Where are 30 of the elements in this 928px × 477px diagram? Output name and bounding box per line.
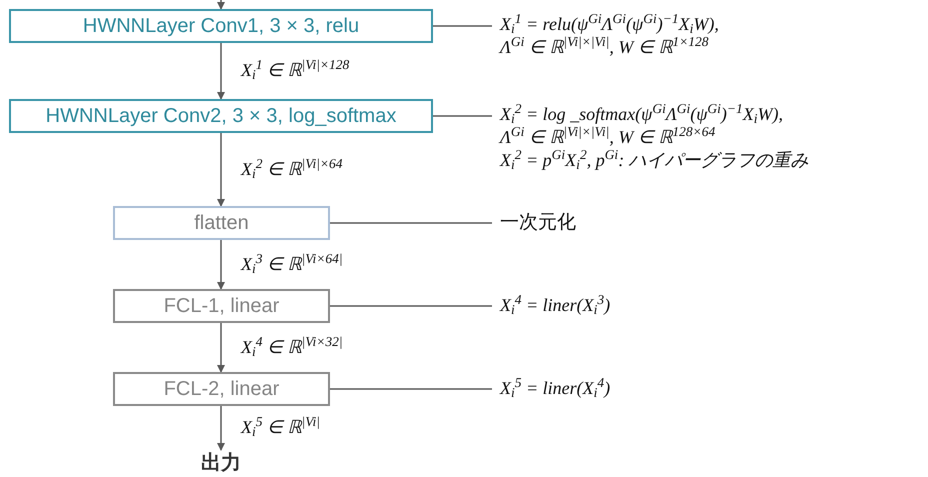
- layer-box: HWNNLayer Conv1, 3 × 3, relu: [9, 9, 433, 43]
- arrow: [217, 43, 225, 100]
- formula-line: X$_{i}$$^{2}$ = p$^{Gi}$X$_{i}$$^{2}$, p$^{Gi}$: ハイパーグラフの重み: [500, 149, 810, 172]
- layer-box: flatten: [113, 206, 330, 240]
- edge-label: X$_{i}$$^{3}$ ∈ ℝ$^{|Vi×64|}$: [241, 252, 343, 274]
- edge-label: X$_{i}$$^{1}$ ∈ ℝ$^{|Vi|×128}$: [241, 59, 350, 81]
- formula-line: Λ$^{Gi}$ ∈ ℝ$^{|Vi|×|Vi|}$, W ∈ ℝ$^{1×128}$: [500, 36, 710, 59]
- edge-label: X$_{i}$$^{2}$ ∈ ℝ$^{|Vi|×64}$: [241, 158, 343, 180]
- edge-label: X$_{i}$$^{4}$ ∈ ℝ$^{|Vi×32|}$: [241, 336, 343, 358]
- layer-box: FCL-2, linear: [113, 372, 330, 406]
- arrow: [217, 133, 225, 207]
- formula-line: Λ$^{Gi}$ ∈ ℝ$^{|Vi|×|Vi|}$, W ∈ ℝ$^{128×64}$: [500, 126, 716, 149]
- arrow: [217, 0, 225, 10]
- connector-line: [433, 115, 492, 117]
- formula-text: X$_{i}$$^{5}$ = liner(X$_{i}$$^{4}$): [500, 377, 750, 403]
- arrow: [217, 406, 225, 451]
- connector-line: [330, 305, 492, 307]
- formula-line: X$_{i}$$^{1}$ = relu(ψ$^{Gi}$Λ$^{Gi}$(ψ$^{Gi}$)$^{−1}$X$_{i}$W),: [500, 13, 720, 36]
- arrow: [217, 240, 225, 290]
- connector-line: [330, 222, 492, 224]
- connector-line: [433, 25, 492, 27]
- layer-box: FCL-1, linear: [113, 289, 330, 323]
- output-text: 出力: [191, 450, 251, 476]
- formula-line: X$_{i}$$^{2}$ = log _softmax(ψ$^{Gi}$Λ$^{Gi}$(ψ$^{Gi}$)$^{−1}$X$_{i}$W),: [500, 103, 784, 126]
- edge-label: X$_{i}$$^{5}$ ∈ ℝ$^{|Vi|}$: [241, 416, 320, 438]
- layer-box: HWNNLayer Conv2, 3 × 3, log_softmax: [9, 99, 433, 133]
- note-text: 一次元化: [500, 211, 620, 235]
- formula-text: X$_{i}$$^{4}$ = liner(X$_{i}$$^{3}$): [500, 294, 750, 320]
- arrow: [217, 323, 225, 373]
- connector-line: [330, 388, 492, 390]
